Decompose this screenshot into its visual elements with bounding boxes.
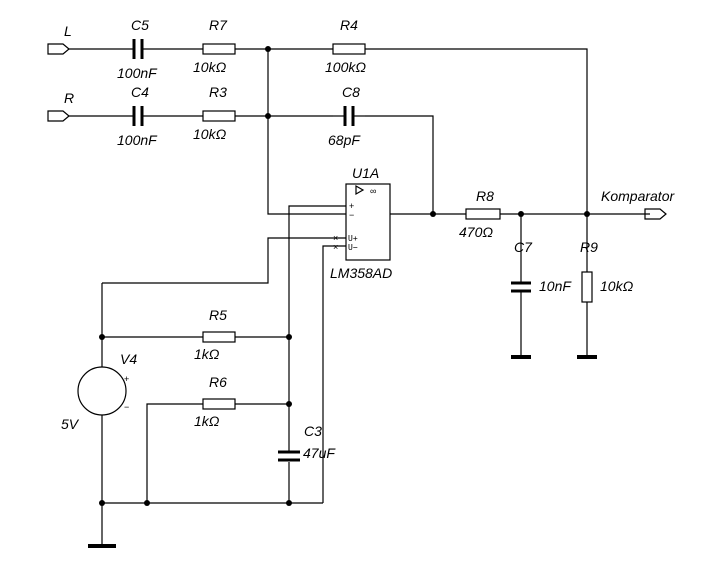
resistor-r8: R8 470Ω: [459, 188, 501, 240]
port-l-icon: [47, 43, 70, 55]
port-komparator-label: Komparator: [601, 188, 675, 204]
capacitor-c3: C3 47uF: [278, 423, 336, 462]
port-r-icon: [47, 110, 70, 122]
r9-value: 10kΩ: [600, 278, 634, 294]
opamp-u1a: ∞ + − U+ U− × × U1A LM358AD: [330, 165, 392, 281]
r8-name: R8: [476, 188, 494, 204]
r7-value: 10kΩ: [193, 59, 227, 75]
port-komparator-icon: [644, 208, 667, 220]
pin-x-marker: ×: [333, 242, 338, 252]
voltage-source-v4: + − V4 5V: [61, 351, 137, 548]
c4-value: 100nF: [117, 132, 158, 148]
resistor-r5: R5 1kΩ: [194, 307, 236, 362]
v4-value: 5V: [61, 416, 80, 432]
capacitor-c7: C7 10nF: [511, 239, 572, 359]
r3-value: 10kΩ: [193, 126, 227, 142]
c5-value: 100nF: [117, 65, 158, 81]
capacitor-c5: C5 100nF: [117, 17, 158, 81]
junctions: [99, 46, 590, 506]
capacitor-c8: C8 68pF: [328, 84, 365, 148]
c8-name: C8: [342, 84, 360, 100]
r4-name: R4: [340, 17, 358, 33]
r9-name: R9: [580, 239, 598, 255]
resistor-r9: R9 10kΩ: [577, 239, 634, 359]
v4-plus-sign: +: [124, 374, 129, 384]
opamp-uminus-pin: U−: [348, 243, 358, 252]
c8-value: 68pF: [328, 132, 361, 148]
opamp-plus-pin: +: [349, 201, 354, 211]
r5-name: R5: [209, 307, 227, 323]
c7-value: 10nF: [539, 278, 572, 294]
resistor-r4: R4 100kΩ: [325, 17, 366, 75]
opamp-uplus-pin: U+: [348, 234, 358, 243]
opamp-minus-pin: −: [349, 210, 354, 220]
port-r: R: [47, 90, 74, 122]
r6-value: 1kΩ: [194, 413, 220, 429]
r5-value: 1kΩ: [194, 346, 220, 362]
port-r-label: R: [64, 90, 74, 106]
r8-value: 470Ω: [459, 224, 493, 240]
capacitor-c4: C4 100nF: [117, 84, 158, 148]
u1a-part: LM358AD: [330, 265, 392, 281]
c4-name: C4: [131, 84, 149, 100]
resistor-r7: R7 10kΩ: [193, 17, 236, 75]
port-l-label: L: [64, 23, 72, 39]
v4-minus-sign: −: [124, 402, 129, 412]
c3-name: C3: [304, 423, 322, 439]
resistor-r3: R3 10kΩ: [193, 84, 236, 142]
opamp-triangle-icon: [355, 184, 365, 196]
wires: [68, 48, 650, 545]
port-l: L: [47, 23, 72, 55]
resistor-r6: R6 1kΩ: [194, 374, 236, 429]
opamp-gain-symbol: ∞: [370, 186, 376, 196]
pin-x-marker: ×: [333, 233, 338, 243]
r6-name: R6: [209, 374, 227, 390]
c5-name: C5: [131, 17, 149, 33]
u1a-name: U1A: [352, 165, 379, 181]
r3-name: R3: [209, 84, 227, 100]
r7-name: R7: [209, 17, 228, 33]
c7-name: C7: [514, 239, 533, 255]
v4-name: V4: [120, 351, 137, 367]
voltage-source-icon: [77, 366, 127, 416]
r4-value: 100kΩ: [325, 59, 366, 75]
port-komparator: Komparator: [601, 188, 675, 220]
c3-value: 47uF: [303, 445, 336, 461]
